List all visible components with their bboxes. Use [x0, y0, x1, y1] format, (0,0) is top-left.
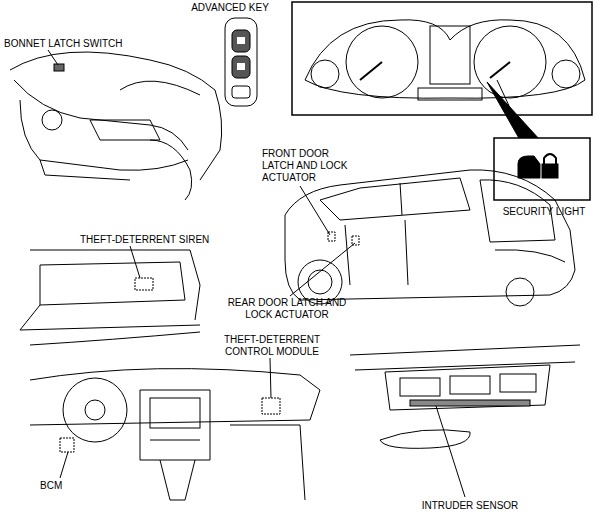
suv-rear — [285, 170, 575, 306]
leader-line — [290, 243, 355, 296]
leader-line — [300, 186, 330, 235]
leader-line — [270, 358, 271, 398]
instrument-cluster — [292, 2, 592, 140]
part-label: THEFT-DETERRENT CONTROL MODULE — [222, 334, 322, 358]
dashboard — [30, 369, 320, 500]
part-label: BONNET LATCH SWITCH — [4, 38, 144, 50]
leader-line — [436, 406, 465, 497]
part-label: SECURITY LIGHT — [494, 206, 594, 218]
leader-line — [60, 452, 68, 478]
part-label: REAR DOOR LATCH AND LOCK ACTUATOR — [222, 297, 352, 321]
overhead-console — [350, 345, 580, 448]
part-label: ADVANCED KEY — [180, 2, 280, 14]
cargo-area — [20, 250, 200, 345]
advanced-key — [225, 18, 257, 106]
security-light-callout — [487, 82, 590, 200]
leader-line — [48, 50, 58, 65]
leader-line — [130, 246, 140, 278]
part-label: THEFT-DETERRENT SIREN — [80, 234, 230, 246]
part-label: FRONT DOOR LATCH AND LOCK ACTUATOR — [262, 148, 350, 184]
part-label: BCM — [40, 480, 80, 492]
part-label: INTRUDER SENSOR — [410, 500, 530, 512]
car-front — [10, 52, 222, 200]
